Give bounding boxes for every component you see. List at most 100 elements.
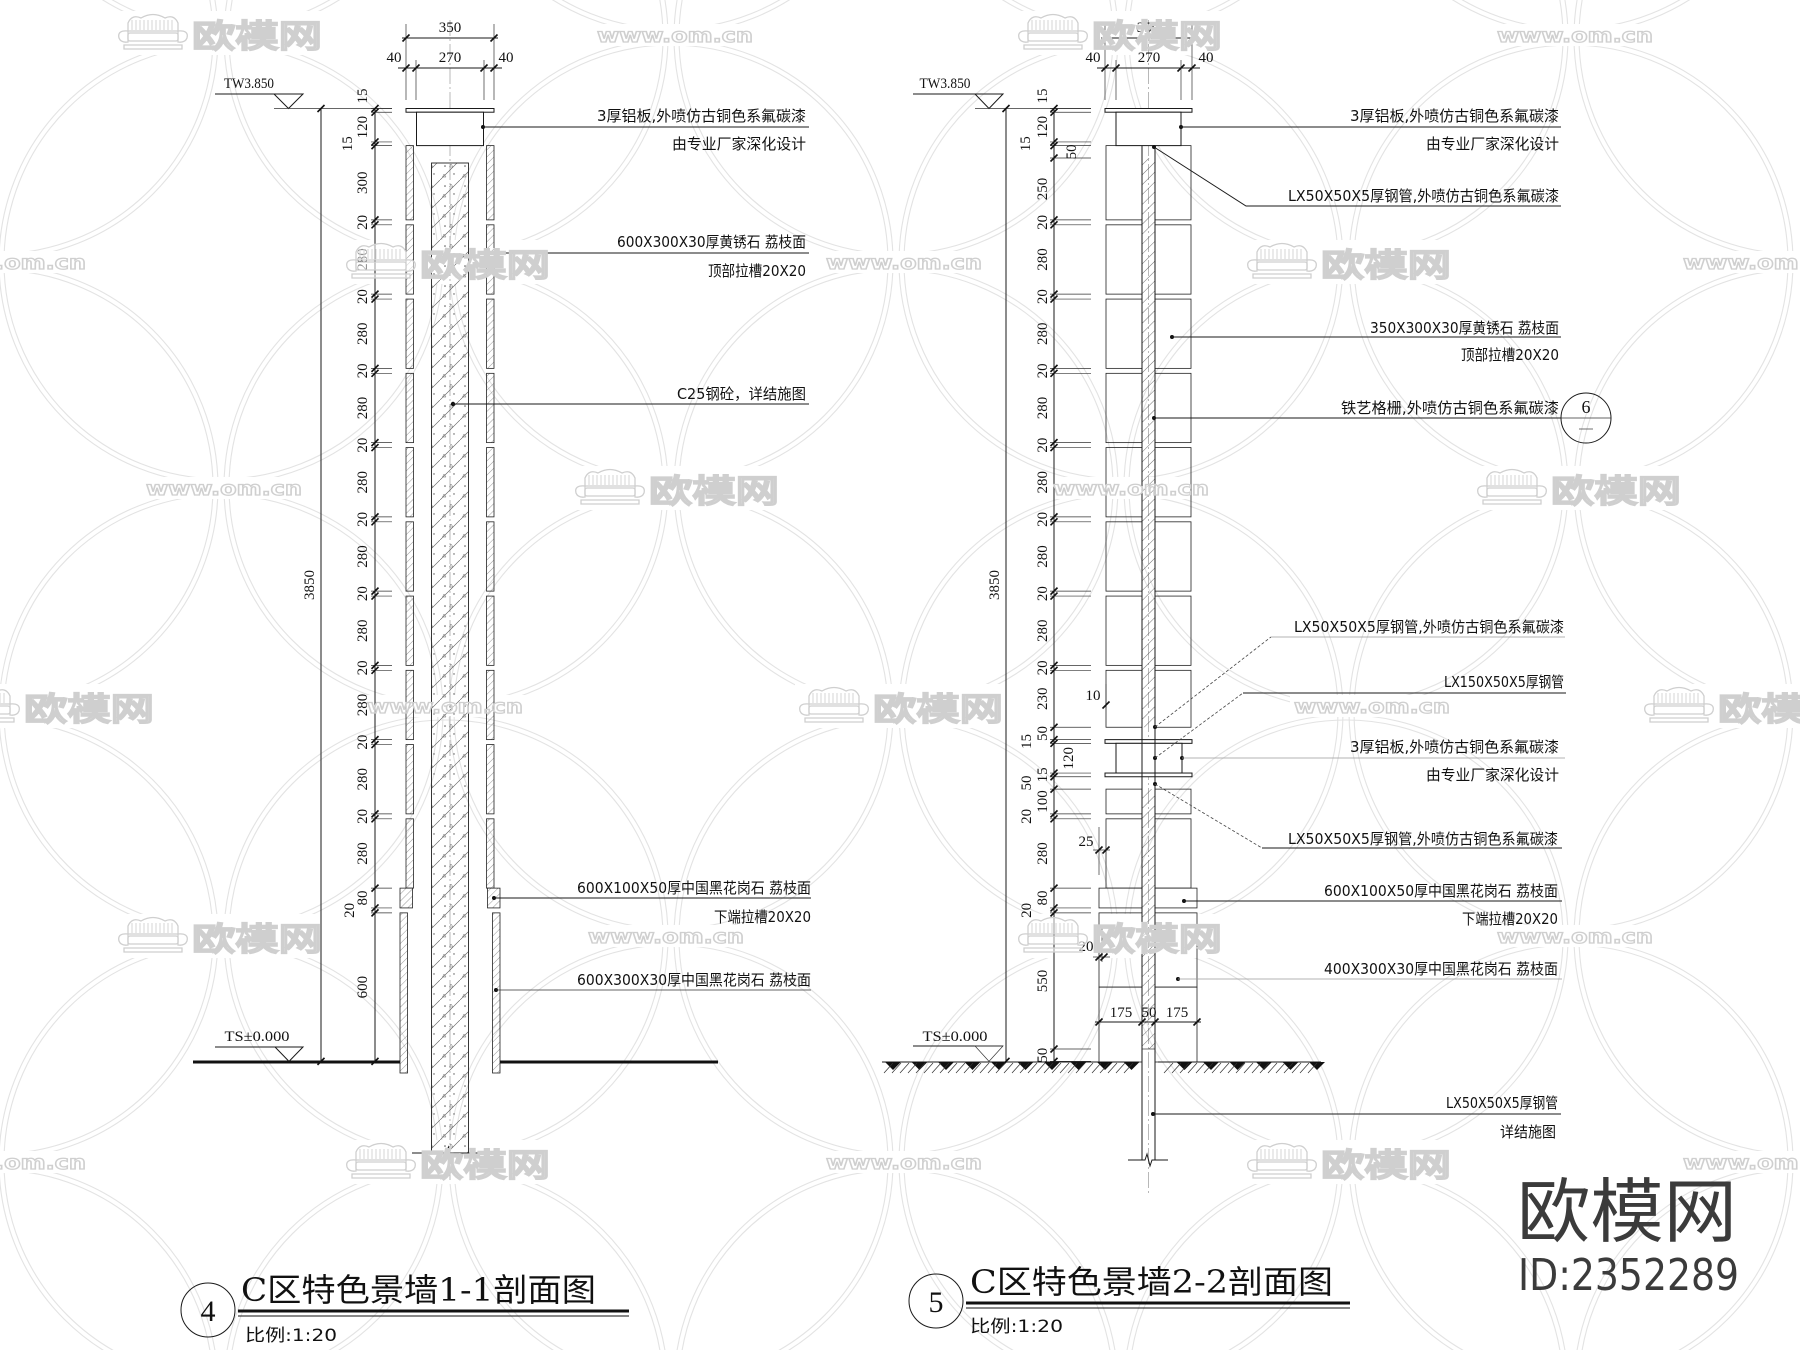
watermark-arc xyxy=(1131,1169,1561,1350)
dimension-tick xyxy=(1176,63,1186,73)
ground-hatch xyxy=(1291,1062,1302,1074)
ground-hatch xyxy=(923,1062,934,1074)
stone-panel xyxy=(1154,788,1192,815)
watermark-url-text: www.om.cn xyxy=(367,696,523,718)
watermark-brand-text: 欧模网 xyxy=(1092,17,1222,55)
annotation-concrete: C25钢砼，详结施图 xyxy=(450,385,809,407)
watermark-url-text: www.om.cn xyxy=(588,926,744,948)
ground-hatch xyxy=(987,1062,998,1074)
watermark-logo: 欧模网 xyxy=(1247,242,1452,285)
sofa-icon-arm xyxy=(1018,30,1029,43)
cladding-stones xyxy=(399,145,501,1074)
segment-dimension-label: 20 xyxy=(1035,215,1051,230)
segment-dimension-label: 15 xyxy=(340,136,356,151)
drawing-index-number: 5 xyxy=(929,1286,944,1319)
dimension-tick xyxy=(1049,108,1059,117)
watermark-brand-text: 欧模网 xyxy=(1551,472,1681,510)
watermark-brand-text: 欧模网 xyxy=(1321,246,1451,284)
sofa-icon-seat xyxy=(1027,935,1079,945)
annotation-text: 顶部拉槽20X20 xyxy=(1461,346,1559,364)
watermark-mask xyxy=(0,684,158,728)
ground-hatch xyxy=(1163,1062,1174,1074)
annotation-text: LX150X50X5厚钢管 xyxy=(1444,673,1564,691)
annotation-steel-tube-footing: LX50X50X5厚钢管 详结施图 xyxy=(1151,1094,1561,1141)
mid-cap-plate xyxy=(1115,742,1183,774)
middle-width-label: 270 xyxy=(1138,50,1161,66)
watermark-arc xyxy=(231,1169,661,1350)
sofa-icon-arm xyxy=(9,703,20,716)
dimension-tick xyxy=(1111,63,1121,73)
sofa-icon-seat xyxy=(1256,1161,1308,1171)
sofa-icon-base xyxy=(1482,499,1542,505)
dimension-tick xyxy=(370,137,380,146)
top-elevation-mark: TW3.850 xyxy=(215,76,392,110)
segment-dimension-label: 280 xyxy=(355,694,371,717)
watermark-brand-text: 欧模网 xyxy=(192,920,322,958)
ground-hatch xyxy=(979,1062,990,1074)
ground-hatch xyxy=(1267,1062,1278,1074)
annotation-yellow-stone: 600X300X30厚黄锈石 荔枝面 顶部拉槽20X20 xyxy=(488,233,809,280)
segment-dimension-label: 280 xyxy=(1035,545,1051,568)
dimension-tick xyxy=(370,438,380,447)
dimension-tick xyxy=(370,512,380,521)
ground-hatch xyxy=(1107,1062,1118,1074)
width-dimensions: 350 40 270 40 xyxy=(387,20,514,100)
watermark-logo: 欧模网 xyxy=(1018,13,1223,56)
sofa-icon-seat xyxy=(0,705,11,715)
ground-hatch xyxy=(1067,1062,1078,1074)
earth-symbol-icon xyxy=(1070,1062,1087,1070)
watermark-logo: 欧模网 xyxy=(1644,686,1800,729)
dimension-tick xyxy=(1049,735,1059,744)
detail-callout-number: 6 xyxy=(1582,397,1591,417)
cladding-stone-right xyxy=(486,744,495,815)
ground-hatch xyxy=(1035,1062,1046,1074)
top-elevation-label: TW3.850 xyxy=(920,76,971,92)
dimension-tick xyxy=(489,33,499,43)
watermark-brand-text: 欧模网 xyxy=(1092,920,1222,958)
annotation-text: C25钢砼，详结施图 xyxy=(677,385,806,403)
watermark-mask xyxy=(142,477,306,499)
dimension-tick xyxy=(370,908,380,917)
segment-dimension-label: 20 xyxy=(1035,512,1051,527)
ground-hatch xyxy=(1195,1062,1206,1074)
sofa-icon-seat xyxy=(355,1161,407,1171)
dimension-tick xyxy=(1101,845,1111,855)
segment-dimension-label: 20 xyxy=(355,363,371,378)
dimension-tick xyxy=(370,443,380,452)
base-width-label: 175 xyxy=(1166,1005,1189,1021)
sofa-icon-base xyxy=(0,717,15,723)
sofa-icon-seat xyxy=(1256,261,1308,271)
ground-hatch xyxy=(1275,1062,1286,1074)
drawing-index-number: 4 xyxy=(201,1295,216,1328)
dimension-tick xyxy=(401,33,411,43)
ground-hatch xyxy=(883,1062,894,1074)
annotation-steel-tube-top: LX50X50X5厚钢管,外喷仿古铜色系氟碳漆 xyxy=(1152,145,1561,207)
dimension-tick xyxy=(370,295,380,304)
dimension-tick xyxy=(1049,661,1059,670)
overall-width-label: 350 xyxy=(439,20,462,36)
segment-dimension-label: 280 xyxy=(355,397,371,420)
segment-dimension-label: 20 xyxy=(355,289,371,304)
annotation-top-cap: 3厚铝板,外喷仿古铜色系氟碳漆 由专业厂家深化设计 xyxy=(1179,107,1561,153)
dimension-tick xyxy=(370,108,380,117)
sofa-icon-arm xyxy=(575,485,586,498)
ground-hatch xyxy=(955,1062,966,1074)
detail-callout: 6 xyxy=(1560,392,1612,444)
sofa-icon-base xyxy=(1252,273,1312,279)
ground-hatch xyxy=(1219,1062,1230,1074)
segment-dimension-label: 80 xyxy=(355,891,371,906)
cladding-stone-left xyxy=(405,818,414,889)
dimension-tick xyxy=(1094,845,1104,855)
drawing-title: C区特色景墙1-1剖面图 xyxy=(241,1271,596,1309)
watermark-arc xyxy=(0,1164,216,1350)
cladding-stone-left xyxy=(405,595,414,666)
watermark-brand-text: 欧模网 xyxy=(192,17,322,55)
break-line xyxy=(1128,1152,1168,1168)
ground-elevation-label: TS±0.000 xyxy=(225,1029,290,1045)
segment-dimension-label: 280 xyxy=(355,471,371,494)
dimension-tick xyxy=(1049,295,1059,304)
stone-panel xyxy=(1154,595,1192,666)
watermark-url-text: www.om.cn xyxy=(597,25,753,47)
annotation-text: 600X300X30厚中国黑花岗石 荔枝面 xyxy=(577,971,811,989)
